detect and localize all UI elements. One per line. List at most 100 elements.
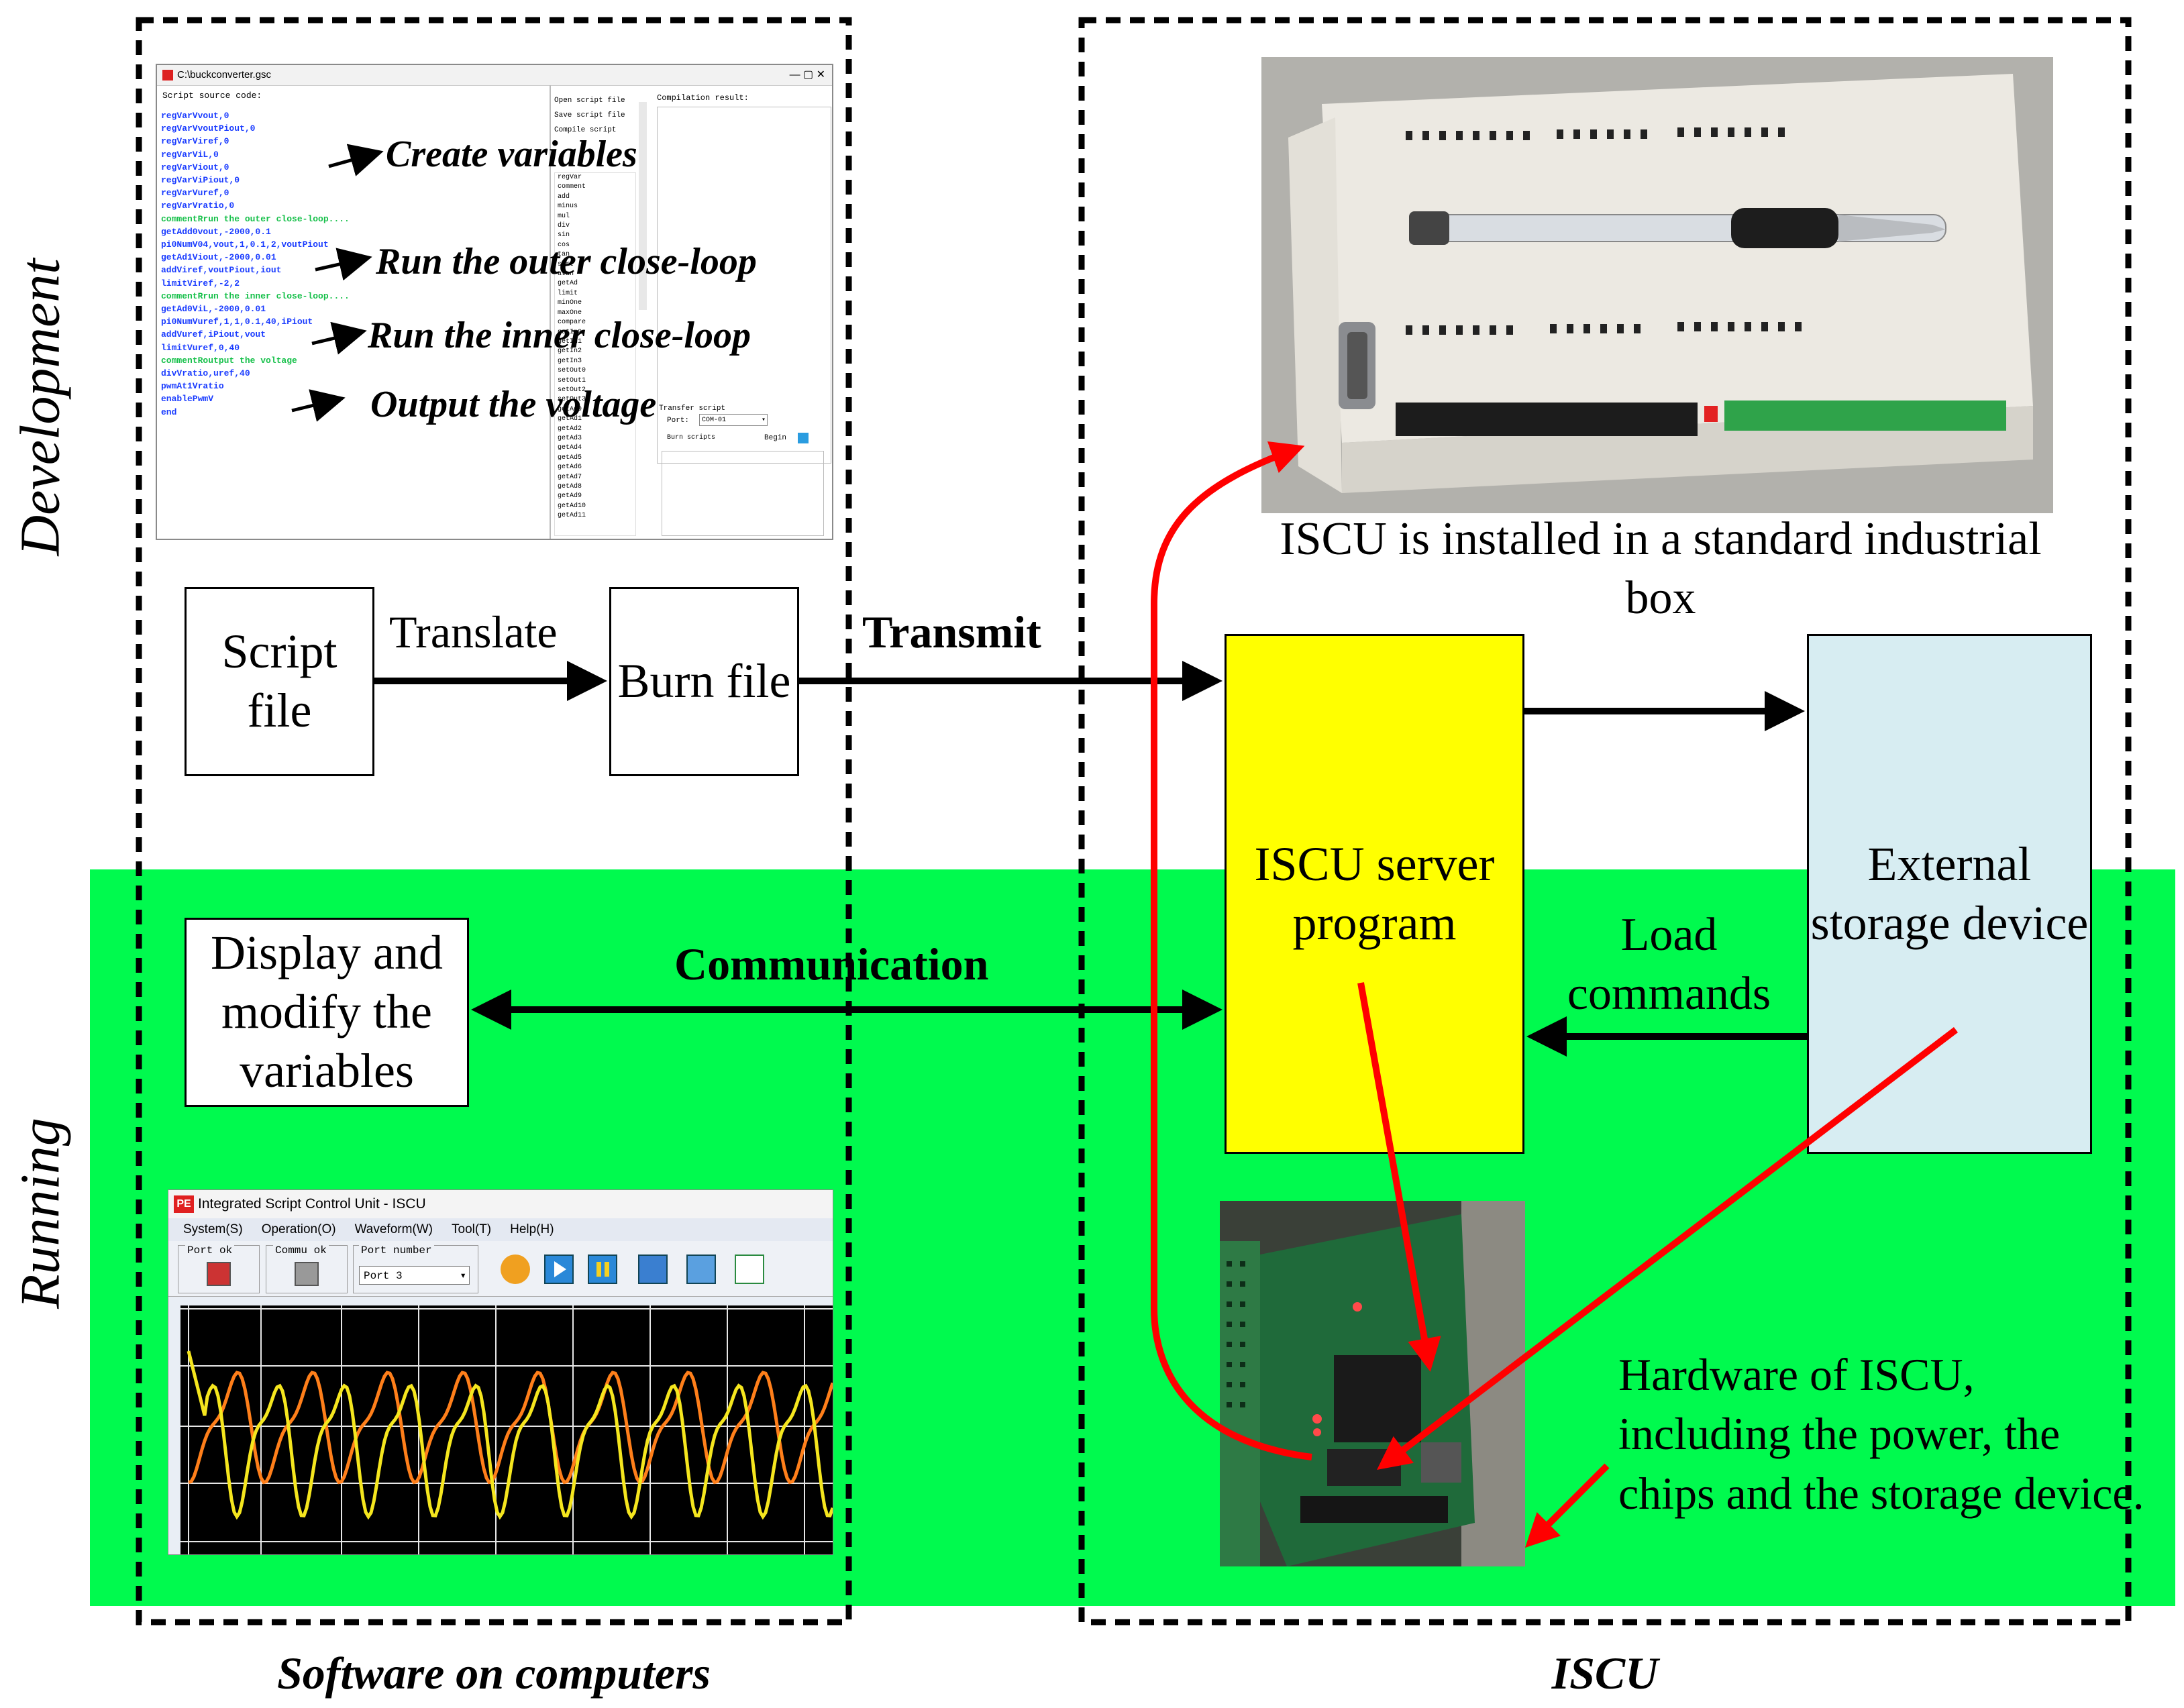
user-icon[interactable]: [501, 1255, 530, 1284]
code-line: regVarViout,0: [161, 162, 229, 172]
commu-ok-icon[interactable]: [295, 1262, 319, 1286]
box-photo-caption: ISCU is installed in a standard industri…: [1280, 513, 2042, 625]
annotation-inner-loop: Run the inner close-loop: [368, 315, 751, 356]
menu-item[interactable]: Tool(T): [452, 1222, 492, 1236]
port-select[interactable]: COM-01▾: [699, 414, 768, 426]
script-side-button[interactable]: Save script file: [554, 111, 625, 119]
toolbar: Port ok Commu ok Port number Port 3▾: [168, 1241, 833, 1297]
waveform-orange: [188, 1371, 833, 1485]
command-list-item[interactable]: getAd5: [558, 453, 582, 462]
chevron-down-icon: ▾: [460, 1270, 466, 1282]
port-ok-icon[interactable]: [207, 1262, 231, 1286]
script-side-button[interactable]: Compile script: [554, 126, 617, 134]
command-list-item[interactable]: getAd9: [558, 492, 582, 500]
play-icon[interactable]: [544, 1255, 574, 1284]
command-list-item[interactable]: compare: [558, 319, 586, 327]
command-list-item[interactable]: getAd10: [558, 502, 586, 510]
command-list-item[interactable]: getIn0: [558, 328, 582, 336]
annotation-outer-loop: Run the outer close-loop: [376, 241, 757, 282]
code-line: regVarVvout,0: [161, 111, 229, 121]
command-list-item[interactable]: getAd11: [558, 512, 586, 520]
commu-ok-label: Commu ok: [273, 1244, 329, 1257]
panel-divider: [550, 85, 551, 539]
command-list-item[interactable]: add: [558, 193, 570, 201]
vent-slots: [1406, 127, 1802, 335]
port-label: Port:: [667, 417, 690, 425]
command-list-item[interactable]: getAd4: [558, 444, 582, 452]
command-list-item[interactable]: getAd8: [558, 483, 582, 490]
command-list-item[interactable]: getAd: [558, 280, 578, 288]
command-list-item[interactable]: getAd3: [558, 434, 582, 442]
command-list-item[interactable]: minOne: [558, 299, 582, 307]
code-line: pi0NumV04,vout,1,0.1,2,voutPiout: [161, 239, 329, 250]
code-line: commentRrun the outer close-loop....: [161, 213, 350, 224]
command-list-item[interactable]: getAd1: [558, 415, 582, 423]
menu-item[interactable]: Help(H): [510, 1222, 554, 1236]
chevron-down-icon: ▾: [761, 417, 766, 424]
command-list-item[interactable]: atan: [558, 270, 574, 278]
save-icon[interactable]: [638, 1255, 668, 1284]
commu-ok-group: Commu ok: [266, 1244, 348, 1293]
command-list-item[interactable]: comment: [558, 183, 586, 191]
pause-icon[interactable]: [588, 1255, 617, 1284]
pe-logo-icon: PE: [174, 1195, 194, 1214]
software-frame: [136, 17, 852, 1625]
command-list-item[interactable]: getAd0: [558, 405, 582, 413]
command-list-item[interactable]: limit: [558, 289, 578, 297]
search-icon[interactable]: [686, 1255, 716, 1284]
compilation-result-area: [657, 107, 831, 464]
menu-item[interactable]: Waveform(W): [354, 1222, 433, 1236]
command-list-item[interactable]: cos: [558, 241, 570, 249]
external-storage-box: External storage device: [1807, 634, 2092, 1154]
command-list-item[interactable]: div: [558, 222, 570, 230]
command-list-item[interactable]: sqrt: [558, 260, 574, 268]
development-label: Development: [9, 258, 72, 556]
command-list-item[interactable]: regVar: [558, 174, 582, 181]
command-list-item[interactable]: tan: [558, 251, 570, 259]
code-line: commentRrun the inner close-loop....: [161, 290, 350, 301]
command-list-item[interactable]: getIn1: [558, 337, 582, 345]
code-line: regVarVratio,0: [161, 201, 235, 211]
code-line: pwmAt1Vratio: [161, 381, 224, 392]
burn-scripts-button[interactable]: Burn scripts: [667, 434, 716, 441]
code-line: divVratio,uref,40: [161, 368, 250, 379]
command-scrollbar[interactable]: [639, 102, 647, 310]
command-list-item[interactable]: getAd7: [558, 473, 582, 481]
command-list-item[interactable]: getAd2: [558, 425, 582, 433]
secondary-chip: [1327, 1449, 1401, 1486]
communication-label: Communication: [674, 939, 989, 990]
industrial-box-illustration: [1261, 57, 2053, 513]
command-list-item[interactable]: setOut2: [558, 386, 586, 394]
terminal-block: [1396, 401, 2006, 436]
annotation-output-voltage: Output the voltage: [370, 384, 657, 425]
command-list-item[interactable]: minus: [558, 203, 578, 211]
command-list-item[interactable]: setOut3: [558, 396, 586, 404]
window-controls-icon[interactable]: — ▢ ✕: [789, 69, 825, 81]
code-line: getAdd0vout,-2000,0.1: [161, 226, 271, 237]
iscu-frame: [1078, 17, 2132, 1625]
command-list-item[interactable]: setOut0: [558, 367, 586, 375]
menu-item[interactable]: System(S): [183, 1222, 243, 1236]
command-list-item[interactable]: mul: [558, 212, 570, 220]
code-line: regVarViL,0: [161, 149, 219, 160]
command-list-item[interactable]: getIn3: [558, 357, 582, 365]
code-line: pi0NumVuref,1,1,0.1,40,iPiout: [161, 317, 313, 327]
command-list-item[interactable]: getIn2: [558, 348, 582, 356]
software-section-label: Software on computers: [276, 1648, 711, 1699]
command-list-item[interactable]: sin: [558, 231, 570, 239]
command-list-item[interactable]: setOut1: [558, 376, 586, 384]
port-number-select[interactable]: Port 3▾: [359, 1266, 470, 1285]
script-side-button[interactable]: Open script file: [554, 97, 625, 105]
command-list-item[interactable]: getAd6: [558, 464, 582, 472]
waveform-plot: [180, 1305, 833, 1554]
table-icon[interactable]: [735, 1255, 764, 1284]
begin-button-icon[interactable]: [798, 433, 809, 443]
menu-item[interactable]: Operation(O): [261, 1222, 336, 1236]
command-list-item[interactable]: maxOne: [558, 309, 582, 317]
code-line: regVarViPiout,0: [161, 175, 240, 186]
code-line: addViref,voutPiout,iout: [161, 265, 282, 276]
